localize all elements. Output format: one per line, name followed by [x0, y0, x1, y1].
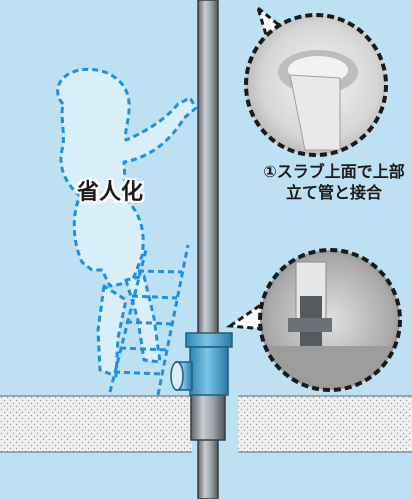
caption-step-1-line-1: ①スラブ上面で上部: [263, 162, 405, 181]
joint-fitting: [170, 332, 233, 396]
worker-silhouette: [56, 67, 198, 378]
floor-slab: [0, 395, 412, 453]
caption-step-1-line-2: 立て管と接合: [285, 183, 382, 202]
ladder: [108, 244, 190, 396]
callout-top-photo: [244, 3, 388, 157]
caption-step-1: ①スラブ上面で上部 立て管と接合: [256, 161, 412, 203]
callout-bottom-photo: [225, 248, 402, 392]
label-labor-saving: 省人化: [77, 180, 144, 205]
